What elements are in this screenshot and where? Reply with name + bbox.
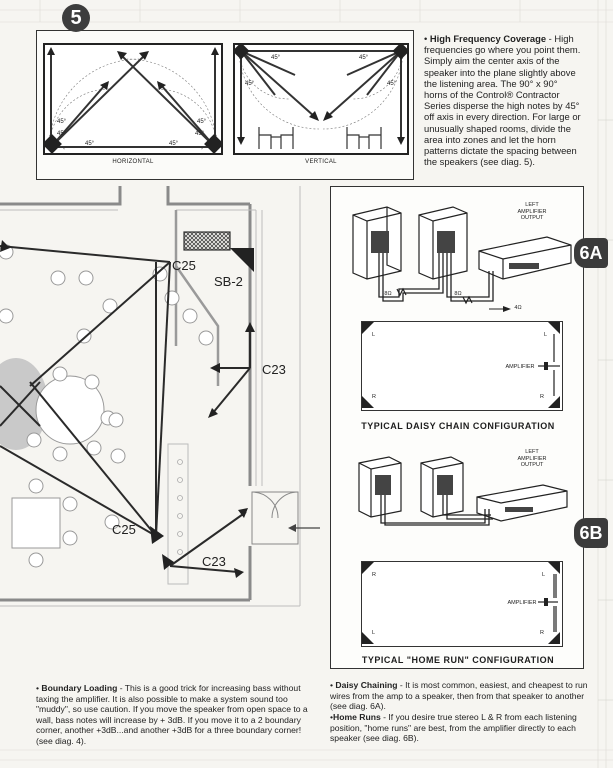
- 6a-caption: TYPICAL DAISY CHAIN CONFIGURATION: [361, 421, 555, 431]
- h-angle-bottom-2: 45°: [169, 141, 179, 147]
- home-run-room: R L L R AMPLIFIER: [361, 561, 563, 647]
- 6b-amp-label: LEFT AMPLIFIER OUTPUT: [517, 449, 547, 468]
- 6a-amp-label: LEFT AMPLIFIER OUTPUT: [517, 202, 547, 221]
- 6a-corner-lt: L: [372, 332, 376, 338]
- home-runs-title: Home Runs: [333, 712, 381, 722]
- 6b-corner-lb: L: [372, 630, 376, 636]
- vertical-diagram: 45° 45° 45° 45°: [232, 42, 410, 155]
- daisy-chain-equipment: [352, 206, 572, 312]
- hf-line: horns of the Control® Contractor: [424, 89, 560, 101]
- label-c23-right: C23: [262, 362, 286, 377]
- h-angle-left-1: 45°: [57, 119, 67, 125]
- label-c23-bottom: C23: [202, 554, 226, 569]
- 6b-caption: TYPICAL "HOME RUN" CONFIGURATION: [361, 655, 555, 665]
- hf-line: Series disperse the high notes by 45°: [424, 100, 580, 112]
- h-angle-right-2: 45°: [195, 131, 205, 137]
- home-runs-paragraph: •Home Runs - If you desire true stereo L…: [330, 712, 577, 744]
- hf-line: area into zones and let the horn: [424, 133, 556, 145]
- 6b-corner-lt: R: [372, 572, 376, 578]
- hf-line: frequencies go where you point them.: [424, 44, 581, 56]
- vertical-caption: VERTICAL: [305, 159, 337, 165]
- figure-6-panel: LEFT AMPLIFIER OUTPUT 8Ω 8Ω 4Ω L L R R A…: [330, 186, 584, 669]
- h-angle-left-2: 45°: [57, 131, 67, 137]
- figure-6a-tab: 6A: [574, 238, 608, 268]
- h-angle-bottom-1: 45°: [85, 141, 95, 147]
- hf-first-line-rest: - High: [546, 33, 574, 44]
- hf-line: speaker into the plane slightly above: [424, 66, 576, 78]
- hf-line: Simply aim the center axis of the: [424, 55, 560, 67]
- hf-title: High Frequency Coverage: [429, 33, 547, 44]
- 6a-corner-rb: R: [540, 394, 544, 400]
- daisy-chain-room-drawing: [362, 322, 560, 408]
- hf-line: the speakers (see diag. 5).: [424, 156, 535, 168]
- horizontal-diagram: 45° 45° 45° 45° 45° 45°: [42, 43, 224, 155]
- hf-line: off axis in every direction. For large o…: [424, 111, 581, 123]
- figure-6b-tab: 6B: [574, 518, 608, 548]
- horizontal-coverage-drawing: 45° 45° 45° 45° 45° 45°: [42, 47, 224, 154]
- home-run-equipment: [358, 456, 568, 526]
- label-c25-bottom: C25: [112, 522, 136, 537]
- 6a-ohm-right: 4Ω: [514, 305, 522, 311]
- daisy-chaining-title: Daisy Chaining: [335, 680, 398, 690]
- home-runs-text: - If you desire true stereo L & R from e…: [330, 712, 577, 744]
- home-run-room-drawing: [362, 562, 560, 644]
- hf-line: unusually shaped rooms, divide the: [424, 122, 571, 134]
- horizontal-caption: HORIZONTAL: [112, 159, 154, 165]
- daisy-chain-room: L L R R AMPLIFIER: [361, 321, 563, 411]
- 6b-amplifier: AMPLIFIER: [507, 600, 537, 606]
- v-angle-side-2: 45°: [387, 81, 397, 87]
- hf-first-line: • High Frequency Coverage - High: [424, 33, 574, 44]
- figure-5-badge: 5: [62, 4, 90, 32]
- v-angle-top-1: 45°: [271, 55, 281, 61]
- vertical-coverage-drawing: 45° 45° 45° 45°: [232, 42, 410, 149]
- boundary-loading-title: Boundary Loading: [41, 683, 118, 693]
- figure-5-panel: 45° 45° 45° 45° 45° 45° HORIZONTAL: [36, 30, 414, 180]
- 6a-amplifier: AMPLIFIER: [505, 364, 535, 370]
- daisy-chaining-paragraph: • Daisy Chaining - It is most common, ea…: [330, 680, 588, 712]
- 6b-corner-rb: R: [540, 630, 544, 636]
- label-sb2: SB-2: [214, 274, 243, 289]
- label-c25-top: C25: [172, 258, 196, 273]
- v-angle-top-2: 45°: [359, 55, 369, 61]
- boundary-loading-paragraph: • Boundary Loading - This is a good tric…: [36, 683, 308, 746]
- v-angle-side-1: 45°: [245, 81, 255, 87]
- h-angle-right-1: 45°: [197, 119, 207, 125]
- 6a-ohm-mid: 8Ω: [454, 291, 462, 297]
- hf-line: the listening area. The 90° x 90°: [424, 77, 558, 89]
- daisy-chaining-text: - It is most common, easiest, and cheape…: [330, 680, 588, 712]
- high-frequency-paragraph: • High Frequency Coverage - High frequen…: [424, 33, 604, 167]
- hf-line: patterns dictate the spacing between: [424, 145, 577, 157]
- 6b-corner-rt: L: [542, 572, 546, 578]
- floor-plan: [0, 186, 320, 607]
- boundary-loading-text: - This is a good trick for increasing ba…: [36, 683, 308, 746]
- 6a-ohm-left: 8Ω: [384, 291, 392, 297]
- 6a-corner-rt: L: [544, 332, 548, 338]
- 6a-corner-lb: R: [372, 394, 376, 400]
